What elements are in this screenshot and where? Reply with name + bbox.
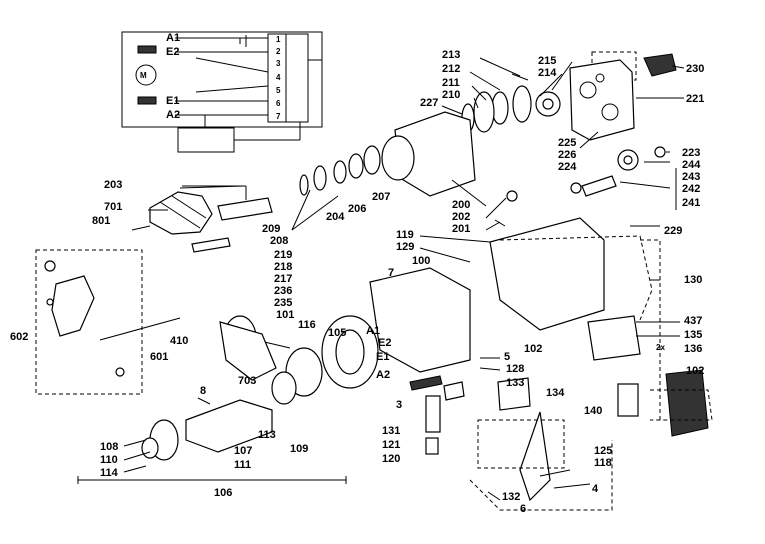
- label-7: 7: [388, 267, 394, 279]
- label-602: 602: [10, 331, 28, 343]
- label-129: 129: [396, 241, 414, 253]
- label-134: 134: [546, 387, 565, 399]
- label-229: 229: [664, 225, 682, 237]
- label-e2: E2: [378, 337, 391, 349]
- label-801: 801: [92, 215, 110, 227]
- label-703: 703: [238, 375, 256, 387]
- label-135: 135: [684, 329, 702, 341]
- label-215: 215: [538, 55, 556, 67]
- label-110: 110: [100, 454, 118, 466]
- terminal-e2-label: E2: [166, 46, 179, 58]
- label-140: 140: [584, 405, 602, 417]
- label-212: 212: [442, 63, 460, 75]
- chuck-assembly: [131, 185, 273, 253]
- label-118: 118: [594, 457, 612, 469]
- pin-6: 6: [276, 99, 281, 108]
- label-207: 207: [372, 191, 390, 203]
- label-128: 128: [506, 363, 524, 375]
- label-230: 230: [686, 63, 704, 75]
- label-221: 221: [686, 93, 704, 105]
- pin-3: 3: [276, 59, 281, 68]
- terminal-a2-label: A2: [166, 109, 180, 121]
- label-701: 701: [104, 201, 122, 213]
- label-120: 120: [382, 453, 400, 465]
- label-3: 3: [396, 399, 402, 411]
- label-8: 8: [200, 385, 206, 397]
- label-243: 243: [682, 171, 700, 183]
- label-204: 204: [326, 211, 345, 223]
- label-211: 211: [442, 77, 460, 89]
- label-410: 410: [170, 335, 188, 347]
- label-208: 208: [270, 235, 288, 247]
- label-a2: A2: [376, 369, 390, 381]
- label-236: 236: [274, 285, 292, 297]
- label-121: 121: [382, 439, 400, 451]
- label-101: 101: [276, 309, 294, 321]
- label-226: 226: [558, 149, 576, 161]
- label-109: 109: [290, 443, 308, 455]
- label-105: 105: [328, 327, 346, 339]
- label-218: 218: [274, 261, 292, 273]
- label-132: 132: [502, 491, 520, 503]
- label-244: 244: [682, 159, 701, 171]
- label-102a: 102: [524, 343, 542, 355]
- pin-5: 5: [276, 86, 281, 95]
- pin-1: 1: [276, 35, 281, 44]
- label-106: 106: [214, 487, 232, 499]
- label-125: 125: [594, 445, 612, 457]
- label-130: 130: [684, 274, 702, 286]
- label-102b: 102: [686, 365, 704, 377]
- label-111: 111: [234, 459, 251, 471]
- label-219: 219: [274, 249, 292, 261]
- label-203: 203: [104, 179, 122, 191]
- side-handle-assembly: [35, 249, 277, 395]
- label-6: 6: [520, 503, 526, 515]
- label-224: 224: [558, 161, 577, 173]
- label-210: 210: [442, 89, 460, 101]
- label-107: 107: [234, 445, 252, 457]
- motor-housing: [141, 217, 713, 511]
- wiring-schematic: M A1 E2 E1 A2 1 2 3 4 5 6 7: [121, 31, 323, 153]
- label-235: 235: [274, 297, 292, 309]
- label-202: 202: [452, 211, 470, 223]
- label-200: 200: [452, 199, 470, 211]
- label-213: 213: [442, 49, 460, 61]
- label-227: 227: [420, 97, 438, 109]
- label-206: 206: [348, 203, 366, 215]
- label-201: 201: [452, 223, 470, 235]
- label-209: 209: [262, 223, 280, 235]
- terminal-a1-label: A1: [166, 32, 180, 44]
- label-131: 131: [382, 425, 400, 437]
- label-116: 116: [298, 319, 316, 331]
- label-113: 113: [258, 429, 276, 441]
- label-242: 242: [682, 183, 700, 195]
- label-5: 5: [504, 351, 510, 363]
- label-119: 119: [396, 229, 414, 241]
- label-100: 100: [412, 255, 430, 267]
- label-133: 133: [506, 377, 524, 389]
- pin-7: 7: [276, 112, 281, 121]
- label-2x: 2x: [656, 343, 665, 352]
- svg-text:M: M: [140, 71, 147, 80]
- label-4: 4: [592, 483, 599, 495]
- label-217: 217: [274, 273, 292, 285]
- label-214: 214: [538, 67, 557, 79]
- label-223: 223: [682, 147, 700, 159]
- label-225: 225: [558, 137, 576, 149]
- terminal-e1-label: E1: [166, 95, 179, 107]
- label-108: 108: [100, 441, 118, 453]
- callout-lines: [77, 57, 685, 501]
- label-114: 114: [100, 467, 119, 479]
- label-601: 601: [150, 351, 168, 363]
- label-241: 241: [682, 197, 700, 209]
- label-437: 437: [684, 315, 702, 327]
- label-e1: E1: [376, 351, 389, 363]
- label-136: 136: [684, 343, 702, 355]
- part-labels: 230 221 213 212 211 210 227 215 214 225 …: [10, 49, 704, 515]
- gearbox-assembly: [299, 51, 677, 227]
- label-a1: A1: [366, 325, 380, 337]
- pin-4: 4: [276, 73, 281, 82]
- pin-2: 2: [276, 47, 281, 56]
